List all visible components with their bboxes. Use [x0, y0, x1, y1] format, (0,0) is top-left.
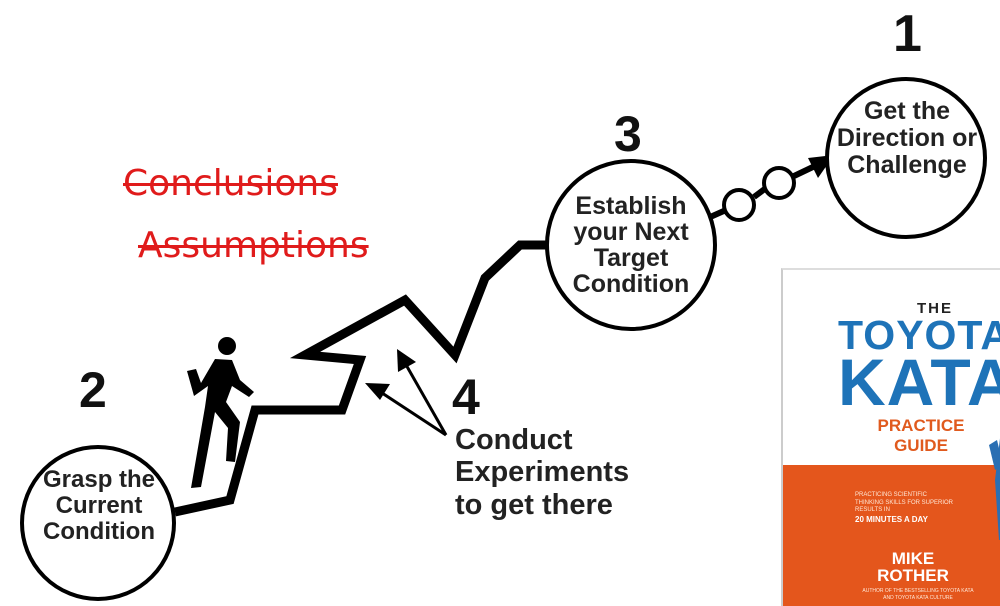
step-1-number: 1	[893, 5, 922, 63]
step-1-label: Get the Direction or Challenge	[836, 97, 978, 179]
staircase-path	[174, 240, 560, 517]
experiment-arrows	[365, 349, 448, 437]
step-3-circle	[545, 159, 717, 331]
walking-person-icon	[187, 337, 254, 488]
book-tagline: PRACTICING SCIENTIFIC THINKING SKILLS FO…	[855, 492, 954, 513]
book-author-note: AUTHOR OF THE BESTSELLING TOYOTA KATA AN…	[862, 588, 974, 601]
book-cover: THE TOYOTA KATA PRACTICE GUIDE PRACTICIN…	[781, 268, 1000, 606]
step-2-circle	[20, 445, 176, 601]
book-subtitle: PRACTICE GUIDE	[877, 416, 965, 455]
book-tagline-emphasis: 20 MINUTES A DAY	[855, 515, 928, 524]
book-title-line1: TOYOTA	[838, 312, 1000, 358]
book-orange-band	[783, 465, 1000, 606]
book-the: THE	[917, 300, 953, 317]
chain-circle-1	[722, 188, 756, 222]
struck-word-assumptions: Assumptions	[138, 225, 369, 266]
book-figure-icon	[989, 438, 1000, 540]
step-4-number: 4	[452, 369, 480, 425]
step-1-circle	[825, 77, 987, 239]
step-2-label: Grasp the Current Condition	[42, 466, 156, 545]
book-title-line2: KATA	[838, 345, 1000, 419]
chain-link-line-3	[792, 163, 817, 179]
step-4-label: Conduct Experiments to get there	[455, 424, 630, 521]
step-2-number: 2	[79, 362, 107, 418]
step-3-label: Establish your Next Target Condition	[572, 192, 690, 298]
struck-word-conclusions: Conclusions	[123, 163, 338, 204]
chain-circle-2	[762, 166, 796, 200]
step-3-number: 3	[614, 106, 642, 162]
book-author: MIKE ROTHER	[877, 549, 949, 585]
